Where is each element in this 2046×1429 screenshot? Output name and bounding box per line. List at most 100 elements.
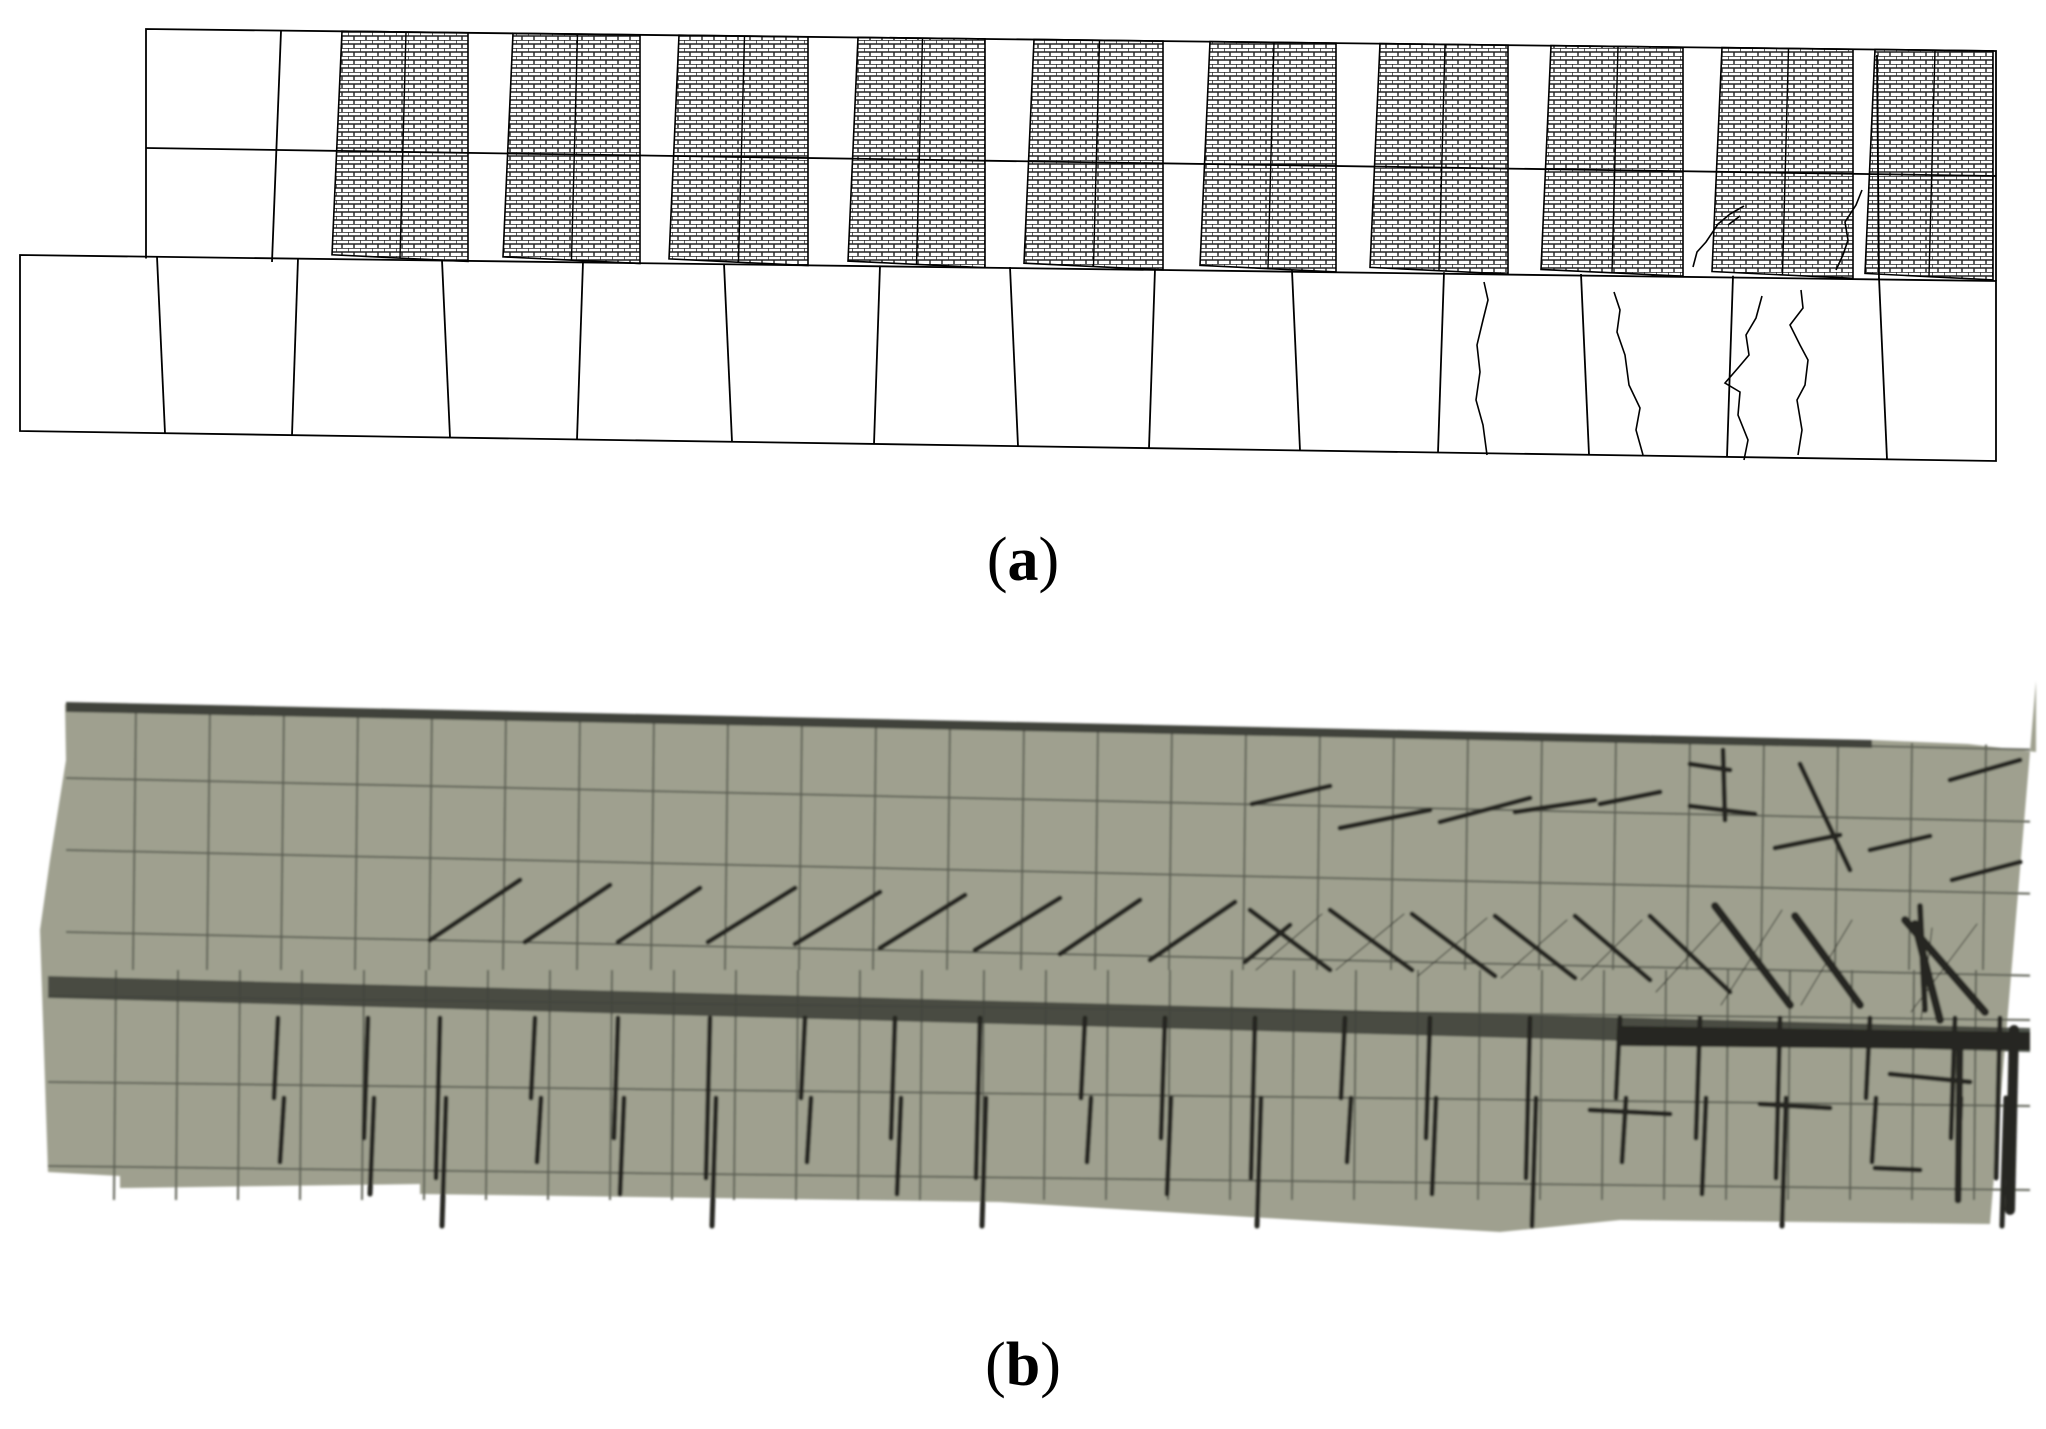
middle-beam-band (48, 976, 2030, 1052)
mesh-column-line (1601, 969, 1605, 1201)
crack-line (1835, 189, 1863, 271)
flexural-crack (361, 1015, 371, 1141)
inclined-crack (1797, 761, 1853, 873)
flexural-crack (1693, 1015, 1703, 1141)
fe-mesh-body (40, 681, 2036, 1232)
x-crack (1720, 909, 1783, 1006)
flexural-crack (439, 1095, 449, 1229)
beam-bands (48, 702, 2030, 1052)
x-crack (1500, 919, 1568, 979)
infill-joint (1928, 50, 1936, 277)
flexural-crack (1993, 1015, 2003, 1181)
infill-joint (1267, 42, 1275, 269)
mesh-column-line (1020, 723, 1025, 971)
mesh-column-line (237, 969, 241, 1201)
diagonal-crack (427, 877, 523, 943)
horizontal-crack (1587, 1107, 1673, 1117)
horizontal-crack (1867, 833, 1933, 853)
crack-line (1613, 291, 1644, 456)
infill-panel (1711, 46, 1854, 280)
flexural-crack (277, 1095, 287, 1165)
horizontal-crack (1337, 807, 1433, 831)
masonry-infill-panels (331, 30, 1994, 281)
flexural-crack (888, 1015, 898, 1141)
flexural-crack (1248, 1015, 1258, 1181)
flexural-crack (979, 1095, 989, 1229)
diagonal-crack (522, 882, 613, 945)
lower-block-divider (1437, 272, 1445, 453)
lower-block-divider (441, 260, 451, 438)
panel-a-caption: (a) (986, 526, 1060, 594)
edge-crack (2005, 1025, 2019, 1215)
mesh-column-line (502, 711, 507, 971)
crack-line (1789, 289, 1809, 456)
horizontal-crack (1512, 797, 1598, 815)
lower-block-divider (1291, 270, 1301, 451)
infill-panel (1540, 44, 1684, 278)
mesh-column-line (576, 713, 581, 971)
mesh-column-line (1390, 731, 1395, 971)
flexural-crack (534, 1095, 544, 1165)
lower-block-divider (291, 258, 299, 436)
mesh-column-line (650, 715, 655, 971)
flexural-crack (1423, 1015, 1433, 1141)
infill-joint (915, 38, 924, 264)
mesh-column-line (946, 721, 951, 971)
mesh-column-line (1477, 969, 1481, 1201)
mesh-column-line (1539, 969, 1543, 1201)
mesh-column-line (428, 710, 433, 971)
flexural-crack (1254, 1095, 1264, 1229)
mesh-column-line (1663, 969, 1667, 1201)
mesh-column-line (1849, 969, 1853, 1201)
horizontal-crack (1772, 832, 1843, 851)
x-crack (1655, 919, 1723, 993)
lower-block-divider (723, 263, 733, 442)
lower-block-divider (156, 256, 166, 434)
diagonal-crack (705, 885, 798, 945)
mid-height-line (145, 147, 1997, 177)
x-crack (1492, 913, 1578, 981)
upper-column-line (271, 30, 282, 263)
infill-joint (1611, 46, 1619, 273)
x-crack (1335, 913, 1405, 971)
infill-joint (1781, 48, 1790, 275)
mesh-column-line (1538, 734, 1543, 971)
infill-panel (847, 36, 986, 269)
flexural-crack (1084, 1095, 1094, 1165)
infill-panel (502, 32, 641, 265)
vertical-crack (1720, 747, 1728, 823)
infill-panel (1864, 48, 1994, 281)
flexural-crack (1699, 1095, 1709, 1197)
flexural-crack (798, 1015, 808, 1101)
mesh-column-line (1908, 743, 1913, 971)
flexural-crack (1164, 1095, 1174, 1197)
x-crack (1572, 913, 1653, 983)
infill-joint (399, 31, 407, 258)
flexural-crack (1158, 1015, 1168, 1141)
top-chord-band (66, 702, 1872, 748)
infill-panel (331, 30, 469, 263)
upper-column-line (1876, 54, 1880, 280)
diagonal-crack (972, 895, 1063, 953)
mesh-column-line (361, 969, 365, 1201)
frame-outline (19, 28, 1997, 462)
edge-crack (1954, 1036, 1964, 1204)
mesh-column-line (1834, 741, 1839, 971)
mesh-row-line (65, 777, 2031, 823)
lower-block-divider (1726, 275, 1734, 457)
panel-b-fe-crack-pattern (40, 681, 2036, 1232)
mesh-column-line (1316, 729, 1321, 971)
lower-block-divider (1148, 268, 1156, 449)
mesh-column-line (1353, 969, 1357, 1201)
mesh-column-line (872, 719, 877, 971)
mesh-column-line (1291, 969, 1295, 1201)
flexural-crack (367, 1095, 377, 1197)
flexural-crack (804, 1095, 814, 1165)
diagonal-crack (615, 885, 703, 945)
mesh-column-line (1973, 969, 1977, 1201)
mesh-column-line (1168, 726, 1173, 971)
infill-panel (1199, 40, 1337, 273)
infill-joint (737, 36, 746, 262)
horizontal-crack (1597, 789, 1663, 807)
flexural-crack (1429, 1095, 1439, 1197)
